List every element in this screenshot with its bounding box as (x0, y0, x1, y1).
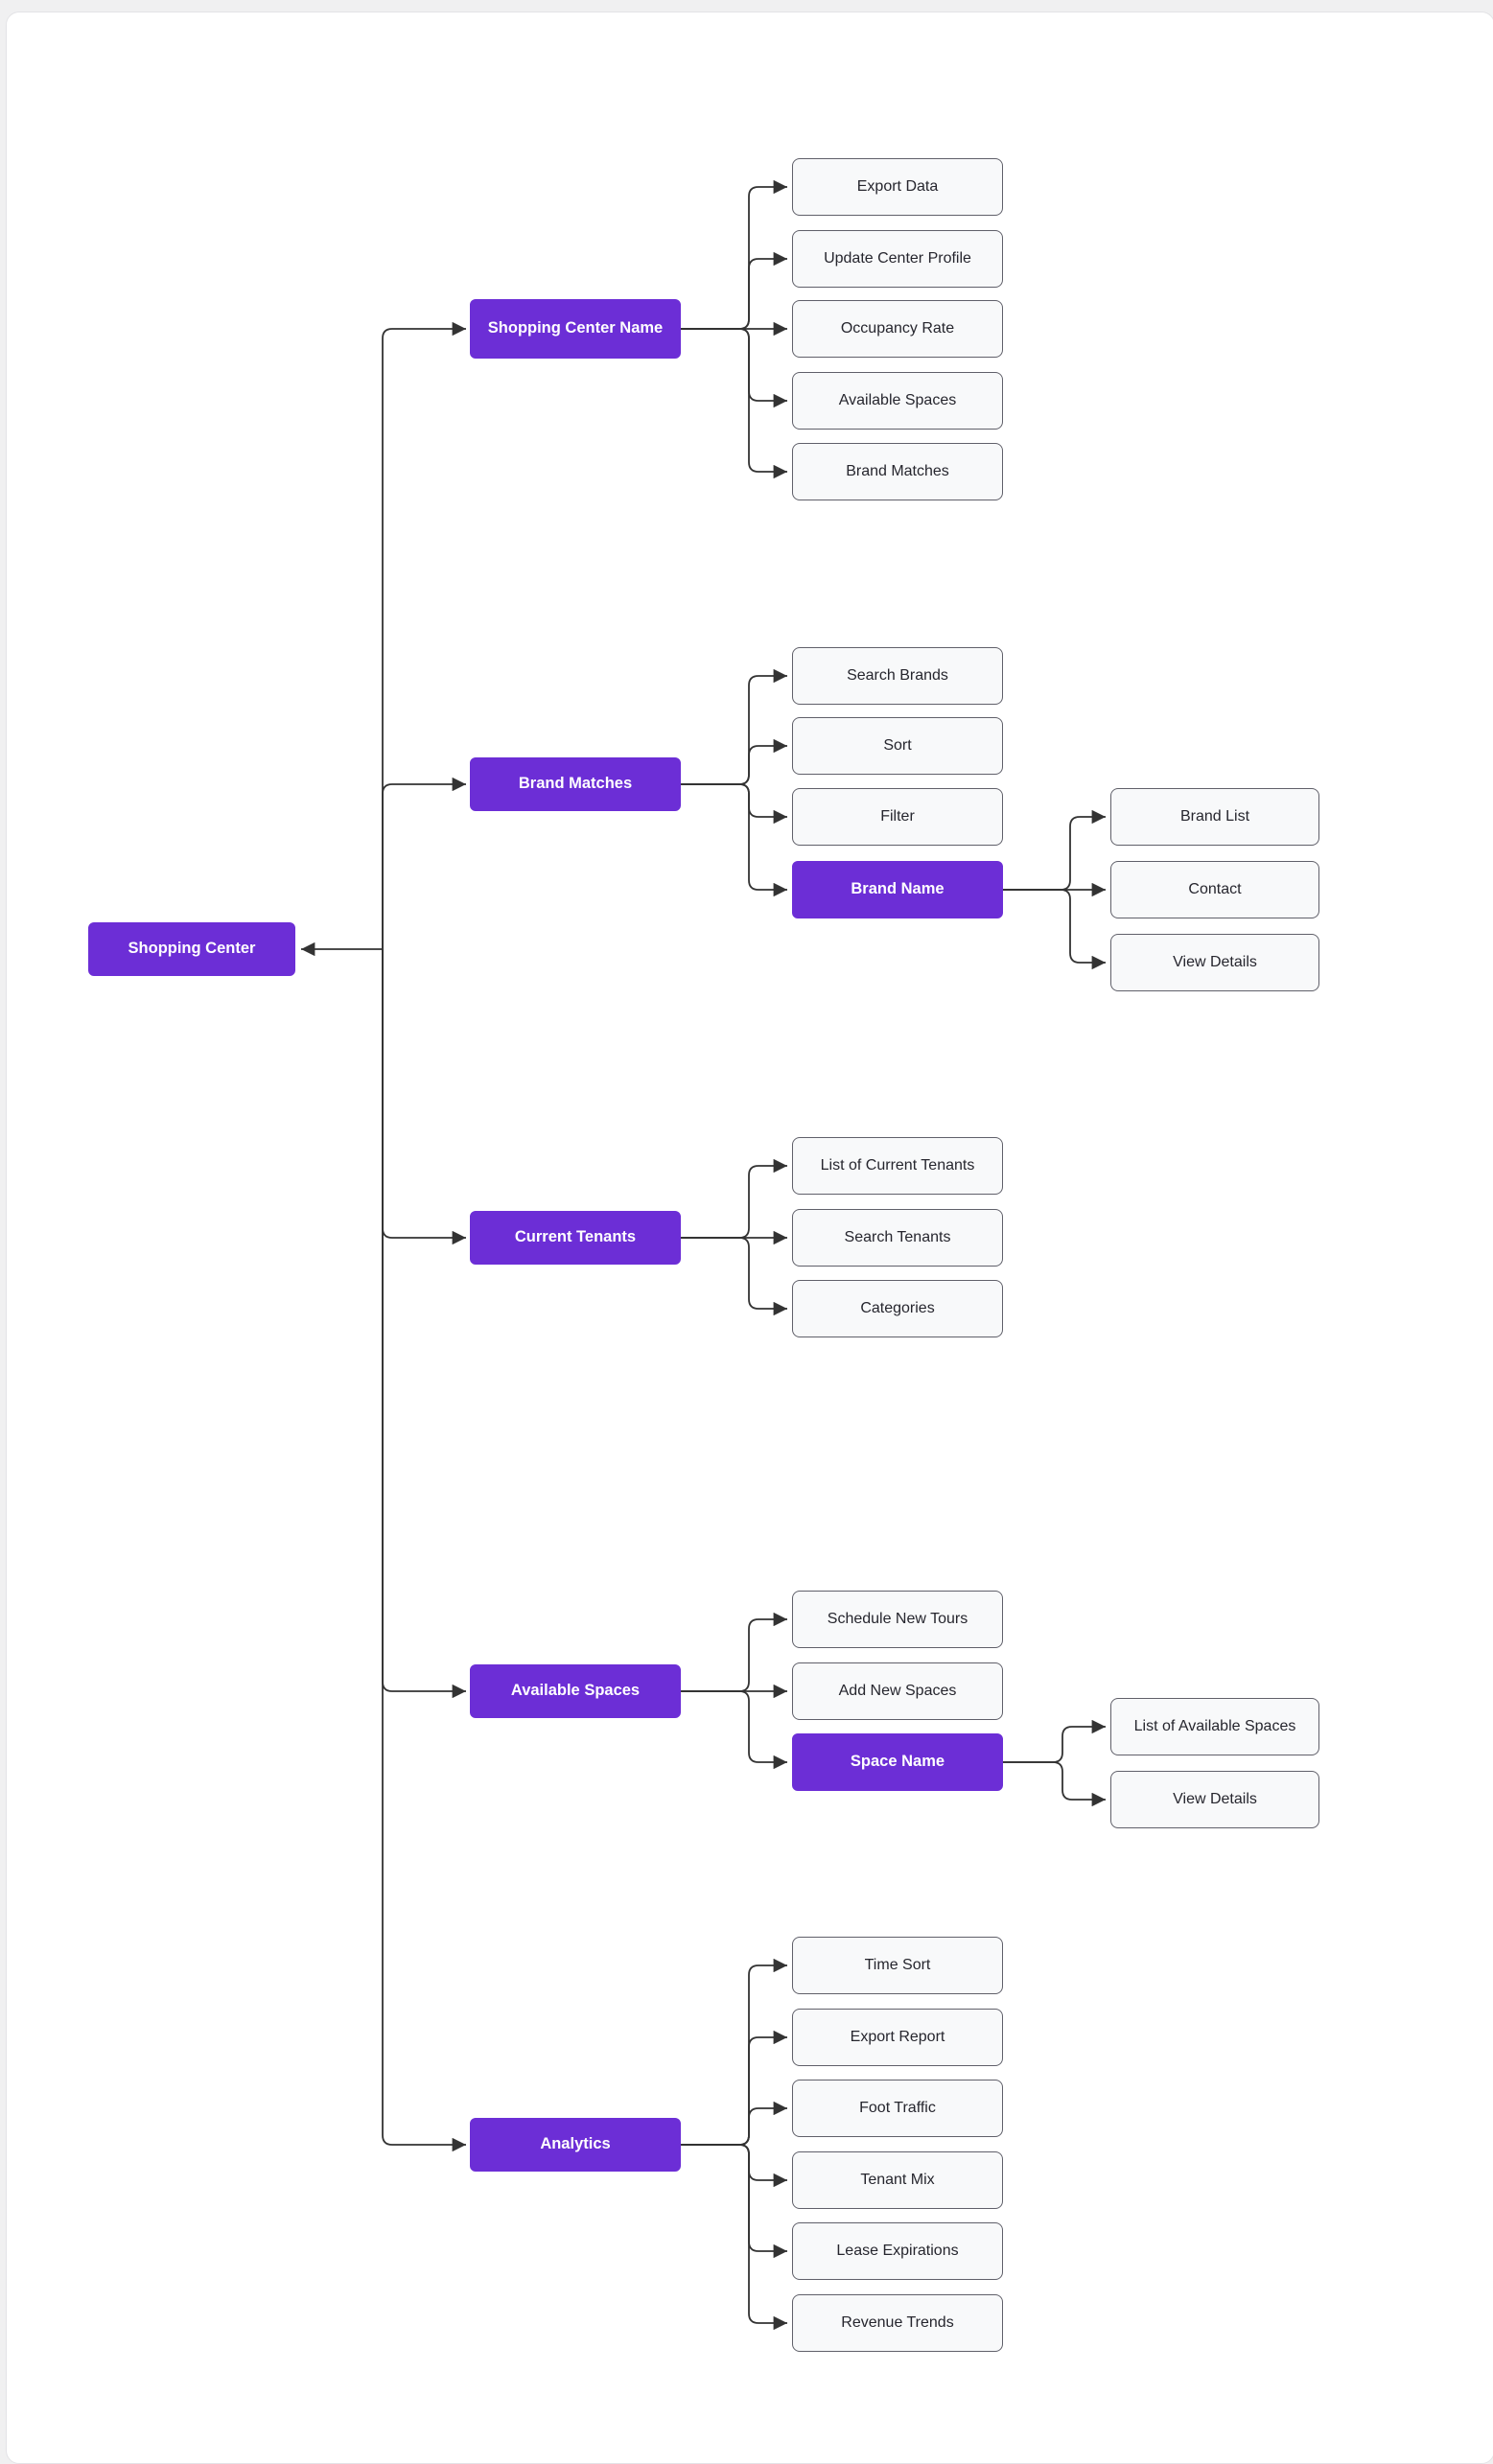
node-search-tenants[interactable]: Search Tenants (792, 1209, 1003, 1267)
edge-b1-c0 (681, 668, 787, 785)
node-filter[interactable]: Filter (792, 788, 1003, 846)
node-export-report[interactable]: Export Report (792, 2009, 1003, 2066)
edge-b2-c2 (681, 1237, 787, 1316)
edge-trunk-b1 (382, 777, 466, 949)
node-foot-traffic[interactable]: Foot Traffic (792, 2080, 1003, 2137)
node-export-data[interactable]: Export Data (792, 158, 1003, 216)
edge-b0-c1 (681, 251, 787, 330)
node-tenant-mix[interactable]: Tenant Mix (792, 2151, 1003, 2209)
node-update-center-profile[interactable]: Update Center Profile (792, 230, 1003, 288)
node-current-tenants[interactable]: Current Tenants (470, 1211, 681, 1265)
node-occupancy-rate[interactable]: Occupancy Rate (792, 300, 1003, 358)
node-shopping-center[interactable]: Shopping Center (88, 922, 295, 976)
edge-b4-c1 (681, 2030, 787, 2146)
edge-spacename-c1 (1003, 1761, 1106, 1807)
edge-brandname-c0 (1003, 809, 1106, 891)
edge-b4-c5 (681, 2144, 787, 2331)
edge-b1-c3 (681, 783, 787, 897)
edge-brandname-c2 (1003, 889, 1106, 970)
edge-b4-c3 (681, 2144, 787, 2188)
node-time-sort[interactable]: Time Sort (792, 1937, 1003, 1994)
node-available-spaces-item[interactable]: Available Spaces (792, 372, 1003, 430)
edge-trunk-b3 (382, 949, 466, 1699)
node-available-spaces[interactable]: Available Spaces (470, 1664, 681, 1718)
node-schedule-new-tours[interactable]: Schedule New Tours (792, 1591, 1003, 1648)
node-sort[interactable]: Sort (792, 717, 1003, 775)
edge-b3-c0 (681, 1612, 787, 1692)
edge-b2-c0 (681, 1158, 787, 1239)
node-analytics[interactable]: Analytics (470, 2118, 681, 2172)
node-contact[interactable]: Contact (1110, 861, 1319, 918)
node-shopping-center-name[interactable]: Shopping Center Name (470, 299, 681, 359)
node-search-brands[interactable]: Search Brands (792, 647, 1003, 705)
edge-b4-c2 (681, 2101, 787, 2146)
node-brand-matches[interactable]: Brand Matches (470, 757, 681, 811)
edge-trunk-b0 (382, 321, 466, 949)
edge-b0-c0 (681, 179, 787, 330)
node-brand-matches-item[interactable]: Brand Matches (792, 443, 1003, 500)
node-view-details-brand[interactable]: View Details (1110, 934, 1319, 991)
node-brand-name[interactable]: Brand Name (792, 861, 1003, 918)
edge-b4-c4 (681, 2144, 787, 2259)
node-lease-expirations[interactable]: Lease Expirations (792, 2222, 1003, 2280)
node-brand-list[interactable]: Brand List (1110, 788, 1319, 846)
node-add-new-spaces[interactable]: Add New Spaces (792, 1662, 1003, 1720)
node-categories[interactable]: Categories (792, 1280, 1003, 1337)
edge-b1-c1 (681, 738, 787, 785)
node-revenue-trends[interactable]: Revenue Trends (792, 2294, 1003, 2352)
node-list-of-available-spaces[interactable]: List of Available Spaces (1110, 1698, 1319, 1755)
edge-b0-c3 (681, 328, 787, 408)
edge-spacename-c0 (1003, 1719, 1106, 1763)
edge-b4-c0 (681, 1958, 787, 2146)
edge-b3-c2 (681, 1690, 787, 1770)
edge-trunk-b4 (382, 949, 466, 2152)
edge-b0-c4 (681, 328, 787, 479)
node-space-name[interactable]: Space Name (792, 1733, 1003, 1791)
node-view-details-space[interactable]: View Details (1110, 1771, 1319, 1828)
node-list-of-current-tenants[interactable]: List of Current Tenants (792, 1137, 1003, 1195)
edge-b1-c2 (681, 783, 787, 825)
edge-trunk-b2 (382, 949, 466, 1245)
